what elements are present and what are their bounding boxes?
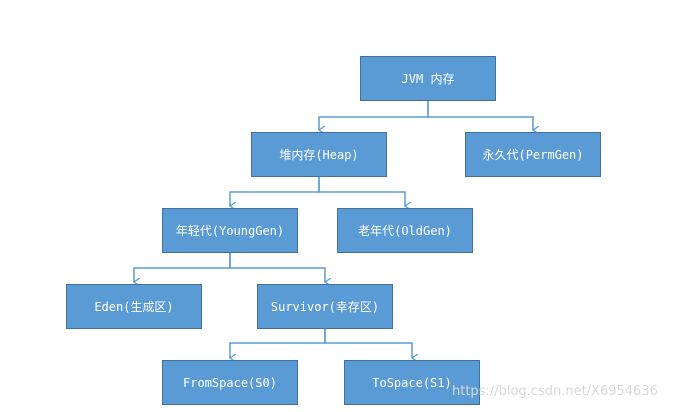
connector-younggen-to-eden xyxy=(134,252,231,282)
connector-younggen-to-survivor xyxy=(229,252,325,282)
connector-heap-to-oldgen xyxy=(318,177,405,206)
node-eden: Eden(生成区) xyxy=(66,284,202,329)
node-fromspace: FromSpace(S0) xyxy=(162,360,298,405)
connector-heap-to-younggen xyxy=(230,177,320,206)
node-survivor: Survivor(幸存区) xyxy=(257,284,393,329)
node-permgen: 永久代(PermGen) xyxy=(465,132,601,177)
node-tospace: ToSpace(S1) xyxy=(344,360,480,405)
connector-survivor-to-tospace xyxy=(324,328,412,358)
connector-survivor-to-fromspace xyxy=(230,328,326,358)
connector-jvm-to-permgen xyxy=(427,101,533,130)
watermark-text: https://blog.csdn.net/X6954636 xyxy=(452,384,658,399)
node-younggen: 年轻代(YoungGen) xyxy=(162,208,298,253)
node-oldgen: 老年代(OldGen) xyxy=(337,208,473,253)
node-heap: 堆内存(Heap) xyxy=(251,132,387,177)
connector-jvm-to-heap xyxy=(319,101,429,130)
node-jvm-memory: JVM 内存 xyxy=(360,56,496,101)
